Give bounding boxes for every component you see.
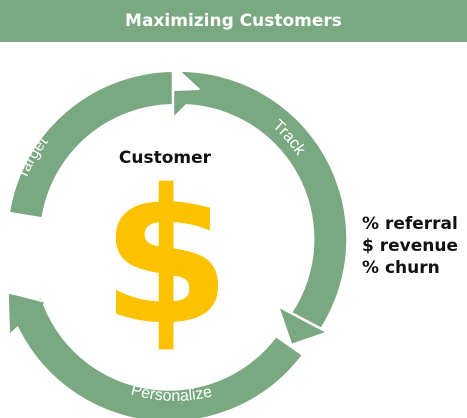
cycle-arrowhead-left xyxy=(8,293,47,333)
center-label: Customer xyxy=(118,148,212,168)
diagram-title: Maximizing Customers xyxy=(0,0,467,42)
cycle-arc-bottom xyxy=(10,298,302,418)
cycle-step-personalize: Personalize xyxy=(129,382,214,405)
metric-referral: % referral xyxy=(362,214,458,234)
cycle-arc-left xyxy=(10,72,174,218)
cycle-arrowhead-right xyxy=(279,307,327,344)
cycle-arrowhead-top-fill xyxy=(173,60,200,117)
metric-churn: % churn xyxy=(362,258,440,278)
metric-revenue: $ revenue xyxy=(362,236,459,256)
metrics-list: % referral $ revenue % churn xyxy=(362,213,458,279)
cycle-arc-top-right xyxy=(173,71,347,330)
dollar-icon: $ xyxy=(101,149,230,366)
